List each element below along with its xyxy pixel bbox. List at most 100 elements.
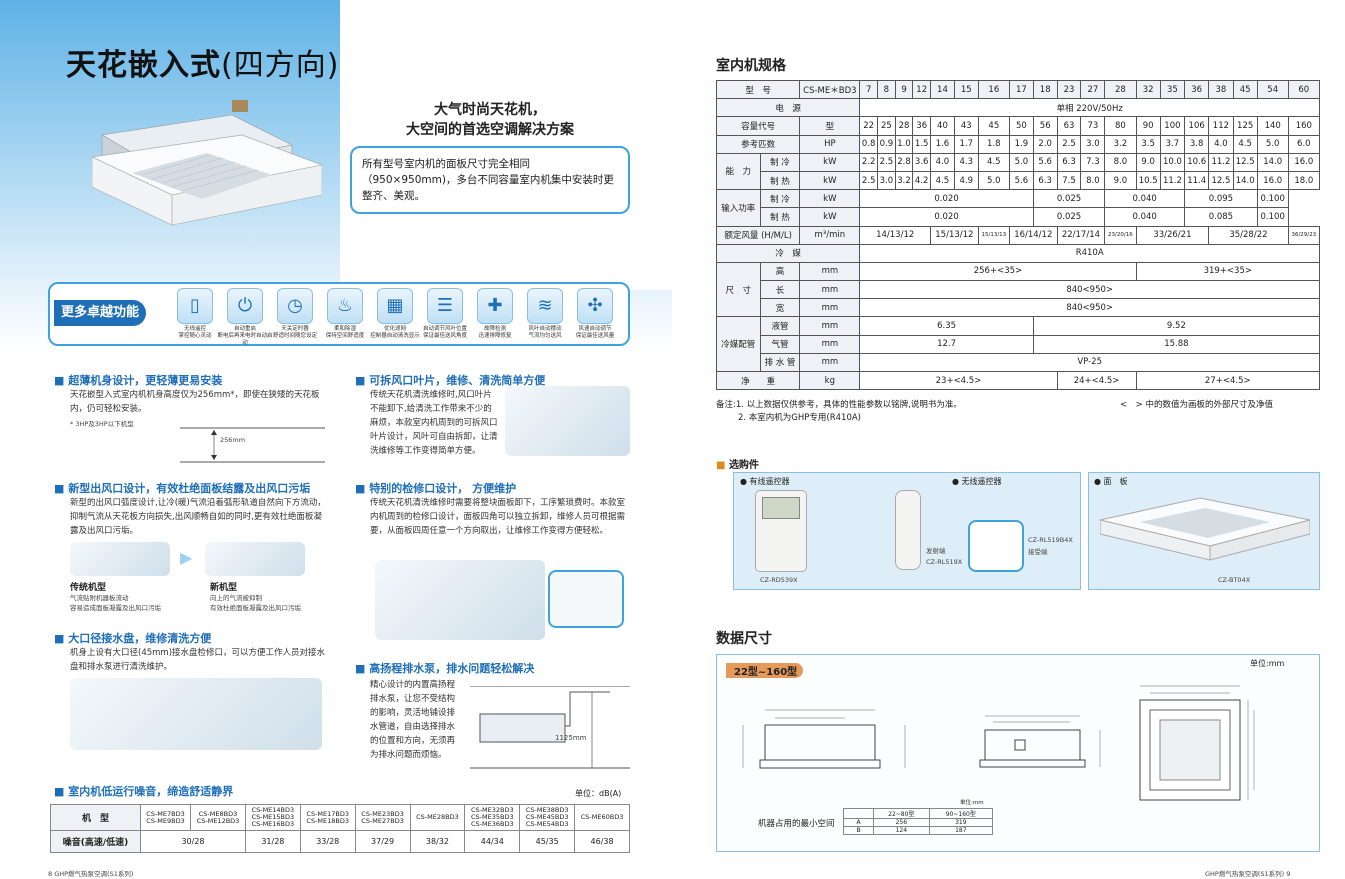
spec-cell: 23+<4.5> [859,370,1058,391]
spec-cell: 容量代号 [715,116,801,136]
access-corner-image [548,570,624,628]
spec-cell: 12.7 [859,334,1034,354]
spec-cell: 0.095 [1184,189,1258,209]
spec-cell: 1.8 [977,134,1010,154]
spec-cell: 43 [953,116,979,136]
spec-cell: 3.8 [1184,134,1210,154]
spec-cell: 22 [859,116,879,136]
spec-header-label: 型 号 [715,79,801,100]
space-unit: 单位:mm [960,800,984,806]
spec-cell: 23/20/16 [1104,225,1137,245]
section-heading-outlet: 新型出风口设计，有效杜绝面板结露及出风口污垢 [54,480,310,496]
spec-cell: 56 [1032,116,1058,136]
spec-cell: 2.5 [1056,134,1082,154]
space-title: 机器占用的最小空间 [758,819,835,829]
spec-cell: 型 [799,116,861,136]
spec-title: 室内机规格 [716,58,786,74]
spec-cell: 0.020 [859,189,1034,209]
spec-cell: kW [799,170,861,191]
spec-cell: 16/14/12 [1008,225,1058,245]
power-icon: ⏻ [227,288,263,324]
spec-cell: 8.0 [1080,170,1106,191]
spec-cell: 能 力 [716,152,761,191]
space-col-1: 22~80型 [873,808,930,819]
spec-cell: 4.9 [953,170,979,191]
spec-cell: mm [799,352,861,373]
spec-cell: 3.2 [894,170,914,191]
section-text-drainpan: 机身上设有大口径(45mm)接水盘检修口，可以方便工作人员对接水盘和排水泵进行清… [70,648,326,672]
spec-cell: 0.085 [1184,207,1258,227]
spec-cell: 12.5 [1208,170,1234,191]
spec-header-size: 54 [1256,79,1289,100]
spec-cell: R410A [859,243,1320,263]
spec-cell: 1.9 [1008,134,1034,154]
spec-cell: 0.040 [1104,189,1186,209]
spec-cell: 319+<35> [1135,261,1321,282]
access-unit-image [375,560,545,640]
space-col-2: 90~160型 [928,808,994,819]
noise-model-cell: CS-ME60BD3 [574,804,630,831]
spec-header-size: 12 [912,79,932,100]
spec-cell: 12.5 [1232,152,1258,172]
airflow-icon: ≋ [527,288,563,324]
spec-cell: 0.100 [1256,207,1289,227]
noise-model-cell: CS-ME32BD3 CS-ME35BD3 CS-ME36BD3 [464,804,521,831]
noise-model-cell: CS-ME8BD3 CS-ME12BD3 [190,804,246,831]
spec-cell: 73 [1080,116,1106,136]
spec-cell: 3.7 [1159,134,1186,154]
noise-model-cell: CS-ME7BD3 CS-ME9BD3 [139,804,192,831]
spec-header-size: 38 [1208,79,1234,100]
spec-note1b: < > 中的数值为画板的外部尺寸及净值 [1120,400,1273,410]
spec-cell: 冷 媒 [715,243,861,263]
spec-cell: 10.5 [1135,170,1161,191]
noise-model-cell: CS-ME28BD3 [409,804,466,831]
spec-cell: 排 水 管 [759,352,801,373]
noise-value-cell: 31/28 [244,830,301,853]
spec-cell: 高 [759,261,801,282]
section-text-thin: 天花嵌型入式室内机机身高度仅为256mm*，即使在狭矮的天花板内，仍可轻松安装。 [70,390,320,414]
wired-remote-model: CZ-RD539X [760,576,798,584]
spec-cell: 制 热 [759,170,801,191]
pump-dim-label: 1125mm [555,734,587,742]
spec-header-size: 9 [894,79,914,100]
feature-label: 无线遥控 掌控随心灵动 [178,326,212,339]
noise-model-cell: CS-ME38BD3 CS-ME45BD3 CS-ME54BD3 [519,804,576,831]
spec-cell: 1.6 [930,134,955,154]
spec-cell: 10.0 [1159,152,1186,172]
spec-cell: 2.0 [1032,134,1058,154]
spec-cell: 4.3 [953,152,979,172]
dimensions-tag: 22型~160型 [726,663,804,678]
slogan-block: 大气时尚天花机， 大空间的首选空调解决方案 所有型号室内机的面板尺寸完全相同（9… [350,100,630,214]
options-title: ■ 选购件 [716,460,759,471]
section-note-thin: * 3HP及3HP以下机型 [70,420,134,428]
wireless-remote-image [895,490,921,570]
spec-cell: 45 [977,116,1010,136]
spec-header-size: 16 [977,79,1010,100]
spec-cell: 100 [1159,116,1186,136]
spec-header-size: 23 [1056,79,1082,100]
section-heading-drainpan: 大口径接水盘，维修清洗方便 [54,630,211,646]
right-footer: GHP燃气热泵空调(S1系列) 9 [1205,870,1291,878]
louver-photo [505,386,630,456]
spec-cell: 90 [1135,116,1161,136]
spec-cell: 制 冷 [759,152,801,172]
transmitter-label: 发射端 [926,547,946,555]
receiver-model: CZ-RL519B4X [1028,536,1073,544]
space-row-a-1: 256 [873,818,930,827]
spec-cell: 单相 220V/50Hz [859,98,1320,118]
wireless-remote-label: ● 无线遥控器 [952,477,1002,486]
space-row-b-1: 124 [873,826,930,835]
section-text-pump: 精心设计的内置高扬程排水泵，让您不受结构的影响，灵活地铺设排水管道，自由选择排水… [370,680,456,760]
spec-cell: 5.6 [1032,152,1058,172]
spec-cell: 液管 [759,316,801,336]
spec-cell: 25 [877,116,896,136]
spec-cell: 36 [912,116,932,136]
space-row-b-label: B [843,826,874,835]
spec-header-model: CS-ME＊BD3 [799,79,861,100]
noise-model-cell: CS-ME17BD3 CS-ME18BD3 [299,804,356,831]
spec-cell: 6.3 [1032,170,1058,191]
receiver-label: 接受端 [1028,548,1048,556]
traditional-outlet-image [70,542,170,576]
